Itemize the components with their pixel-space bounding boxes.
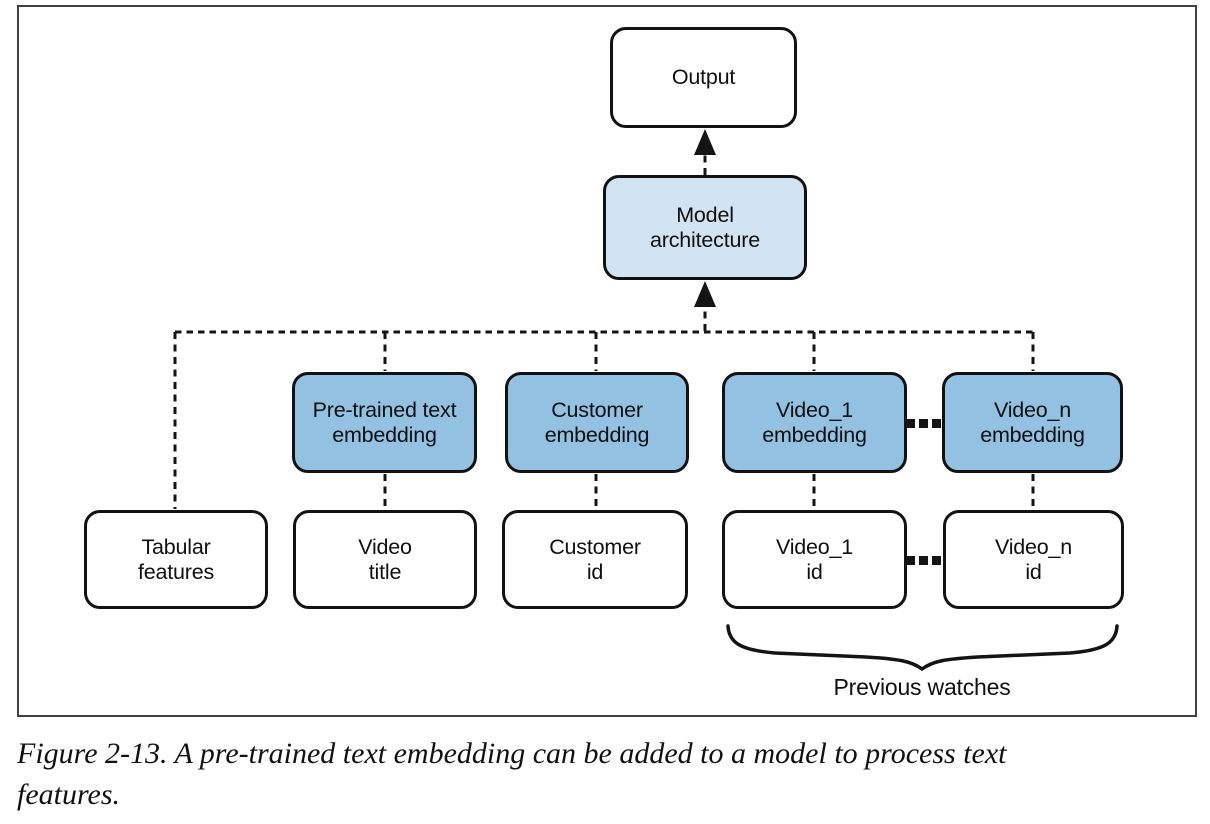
node-video-title-label: Video title bbox=[358, 534, 412, 584]
node-video-title: Video title bbox=[293, 510, 477, 609]
node-output-label: Output bbox=[671, 65, 736, 90]
node-customer-embedding: Customer embedding bbox=[505, 372, 689, 473]
previous-watches-label: Previous watches bbox=[833, 674, 1011, 700]
node-model-architecture: Model architecture bbox=[603, 175, 807, 280]
node-video-n-embedding: Video_n embedding bbox=[942, 372, 1123, 473]
node-video-n-id-label: Video_n id bbox=[994, 534, 1073, 584]
node-video-1-id-label: Video_1 id bbox=[775, 534, 854, 584]
node-video-n-embedding-label: Video_n embedding bbox=[980, 397, 1085, 447]
node-customer-id: Customer id bbox=[502, 510, 688, 609]
figure-caption-line-2: features. bbox=[17, 778, 121, 811]
node-video-n-id: Video_n id bbox=[943, 510, 1124, 609]
node-video-1-embedding-label: Video_1 embedding bbox=[762, 397, 867, 447]
node-customer-id-label: Customer id bbox=[549, 534, 641, 584]
figure-frame bbox=[17, 5, 1197, 717]
node-pretrained-text-embedding: Pre-trained text embedding bbox=[292, 372, 477, 473]
node-pretrained-text-embedding-label: Pre-trained text embedding bbox=[312, 397, 457, 447]
node-tabular-features-label: Tabular features bbox=[137, 534, 215, 584]
node-video-1-embedding: Video_1 embedding bbox=[722, 372, 907, 473]
figure-caption-line-1: Figure 2-13. A pre-trained text embeddin… bbox=[17, 737, 1007, 770]
node-tabular-features: Tabular features bbox=[84, 510, 268, 609]
node-model-architecture-label: Model architecture bbox=[650, 202, 760, 252]
node-customer-embedding-label: Customer embedding bbox=[544, 397, 650, 447]
figure-caption: Figure 2-13. A pre-trained text embeddin… bbox=[17, 733, 1187, 815]
node-output-text: Output bbox=[671, 65, 736, 89]
node-output: Output bbox=[610, 27, 797, 128]
node-video-1-id: Video_1 id bbox=[722, 510, 907, 609]
